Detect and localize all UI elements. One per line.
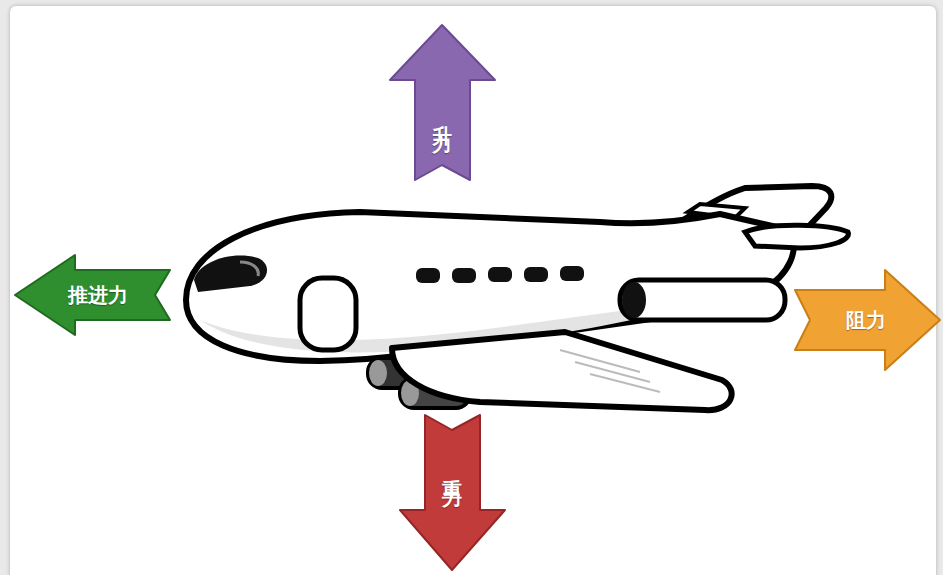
- windows: [416, 266, 584, 283]
- wing: [392, 332, 732, 410]
- force-label: 推进力: [35, 270, 160, 320]
- arrow-shape: [390, 25, 495, 180]
- lift-arrow: 升力: [390, 25, 495, 180]
- arrow-outline: [400, 415, 505, 570]
- arrow-outline: [795, 270, 940, 370]
- thrust-arrow: 推进力: [15, 255, 170, 335]
- drag-arrow: 阻力: [795, 270, 940, 370]
- arrow-shape: [400, 415, 505, 570]
- engine-intake: [622, 282, 646, 318]
- stabilizer: [745, 225, 848, 248]
- wing-lines: [560, 350, 660, 392]
- force-label: 重力: [425, 427, 480, 517]
- cockpit-window: [194, 255, 267, 292]
- rear-engine: [620, 280, 785, 320]
- force-label: 升力: [415, 70, 470, 165]
- arrow-outline: [390, 25, 495, 180]
- force-label: 阻力: [813, 290, 918, 350]
- gravity-arrow: 重力: [400, 415, 505, 570]
- door: [300, 278, 356, 350]
- arrow-outline: [15, 255, 170, 335]
- cockpit-glare: [240, 262, 258, 276]
